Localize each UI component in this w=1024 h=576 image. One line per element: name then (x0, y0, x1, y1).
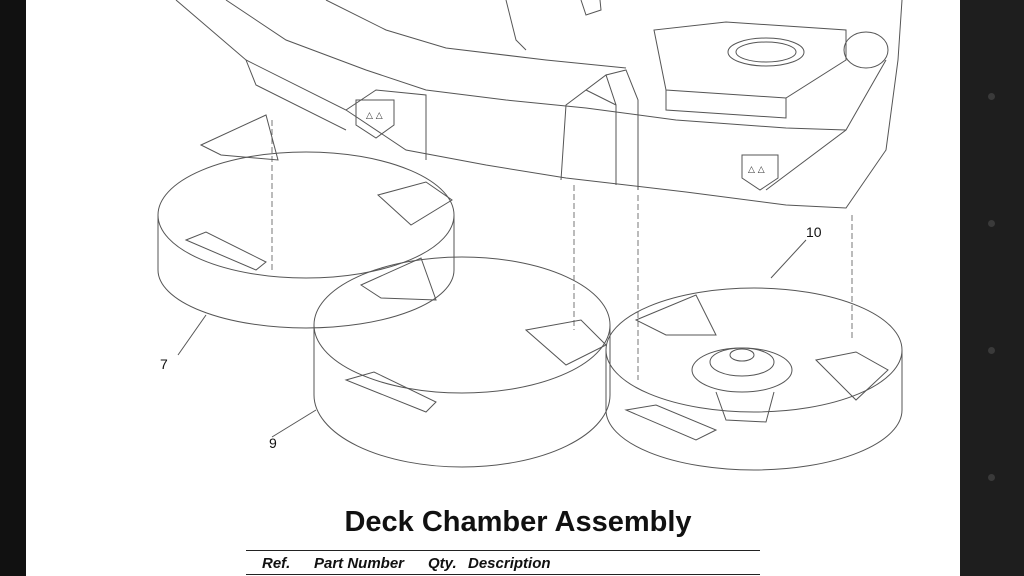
side-nav-dot-1[interactable] (988, 93, 995, 100)
callout-10: 10 (806, 224, 822, 240)
viewer-side-panel (960, 0, 1024, 576)
table-top-rule (246, 550, 760, 551)
mower-deck-body: △ △ △ △ (175, 0, 903, 209)
svg-text:△ △: △ △ (748, 165, 765, 175)
chamber-7 (157, 114, 455, 329)
leader-lines (177, 239, 807, 438)
header-description: Description (468, 555, 551, 572)
svg-text:△ △: △ △ (366, 111, 383, 121)
alignment-lines (271, 120, 853, 380)
header-ref: Ref. (262, 555, 291, 572)
chamber-9 (313, 256, 611, 468)
deck-chamber-exploded-diagram: △ △ △ △ (157, 0, 903, 471)
header-qty: Qty. (428, 555, 457, 572)
viewer-left-margin (0, 0, 26, 576)
chamber-10 (605, 287, 903, 471)
page-title: Deck Chamber Assembly (344, 506, 692, 538)
header-part-number: Part Number (314, 555, 405, 572)
callout-9: 9 (269, 435, 277, 451)
callout-7: 7 (160, 356, 168, 372)
side-nav-dot-2[interactable] (988, 220, 995, 227)
side-nav-dot-4[interactable] (988, 474, 995, 481)
table-bottom-rule (246, 574, 760, 575)
document-page[interactable]: △ △ △ △ (26, 0, 960, 576)
side-nav-dot-3[interactable] (988, 347, 995, 354)
